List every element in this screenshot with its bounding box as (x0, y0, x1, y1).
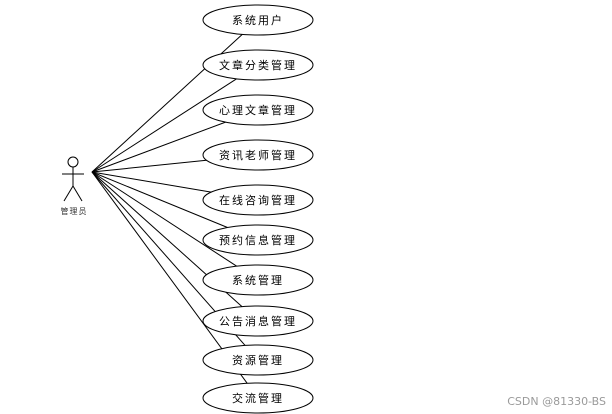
use-case-label: 预约信息管理 (219, 233, 297, 247)
use-case-ellipse (202, 94, 314, 126)
association-line (91, 171, 237, 267)
actor-left-leg (63, 185, 74, 202)
use-case-ellipse (202, 49, 314, 81)
use-case-node: 系统管理 (202, 264, 314, 296)
watermark: CSDN @81330-BS (507, 395, 606, 408)
use-case-node: 预约信息管理 (202, 224, 314, 256)
use-case-label: 在线咨询管理 (219, 193, 297, 207)
use-case-label: 资讯老师管理 (219, 148, 297, 162)
use-case-label: 心理文章管理 (219, 103, 297, 117)
association-line (91, 78, 237, 173)
use-case-ellipse (202, 382, 314, 414)
use-case-ellipse (202, 305, 314, 337)
association-line (91, 171, 212, 193)
actor-right-leg (72, 185, 83, 202)
use-case-label: 系统用户 (232, 13, 284, 27)
use-case-label: 文章分类管理 (219, 58, 297, 72)
use-case-node: 文章分类管理 (202, 49, 314, 81)
use-case-list: 系统用户文章分类管理心理文章管理资讯老师管理在线咨询管理预约信息管理系统管理公告… (202, 4, 314, 414)
use-case-ellipse (202, 4, 314, 36)
use-case-node: 公告消息管理 (202, 305, 314, 337)
association-line (91, 159, 207, 173)
use-case-node: 资讯老师管理 (202, 139, 314, 171)
use-case-label: 资源管理 (232, 353, 284, 367)
actor-label: 管理员 (61, 206, 88, 216)
actor-head (67, 156, 79, 168)
association-line (91, 171, 228, 228)
use-case-node: 系统用户 (202, 4, 314, 36)
use-case-label: 系统管理 (232, 273, 284, 287)
use-case-node: 交流管理 (202, 382, 314, 414)
use-case-ellipse (202, 264, 314, 296)
use-case-node: 心理文章管理 (202, 94, 314, 126)
actor-administrator: 管理员 (61, 156, 88, 216)
association-line (91, 121, 226, 173)
use-case-ellipse (202, 224, 314, 256)
use-case-node: 在线咨询管理 (202, 184, 314, 216)
use-case-label: 公告消息管理 (219, 314, 297, 328)
use-case-node: 资源管理 (202, 344, 314, 376)
use-case-ellipse (202, 344, 314, 376)
use-case-ellipse (202, 139, 314, 171)
association-line (91, 171, 248, 384)
use-case-label: 交流管理 (232, 391, 284, 405)
use-case-ellipse (202, 184, 314, 216)
